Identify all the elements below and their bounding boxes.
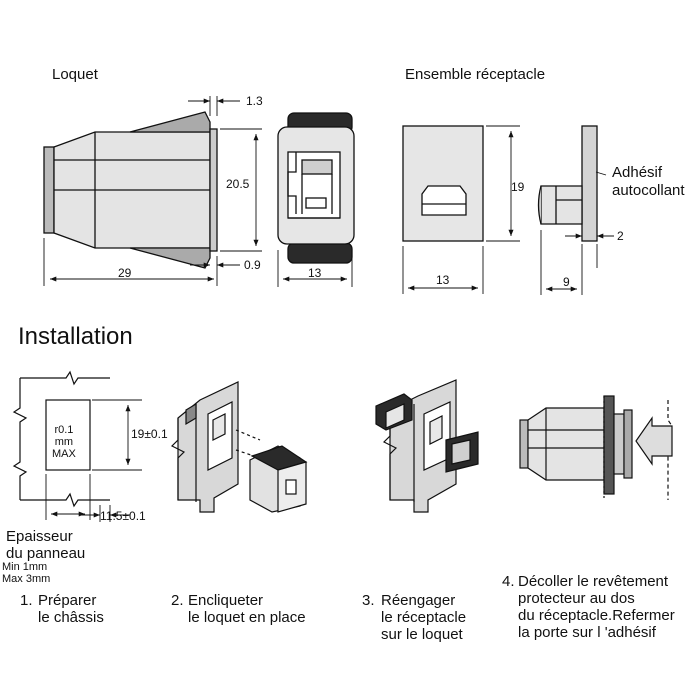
step-4-number: 4. (502, 573, 515, 590)
step3-illustration (375, 379, 479, 513)
receptacle-side-dimensions (540, 171, 614, 295)
receptacle-front-dimensions (402, 125, 520, 294)
latch-side-view (43, 111, 218, 269)
panel-cutout-view (12, 370, 142, 522)
panel-thickness-max: Max 3mm (2, 573, 51, 585)
latch-front-view (277, 112, 355, 264)
dim-receptacle-height: 19 (511, 180, 525, 194)
dim-latch-tip: 1.3 (246, 94, 263, 108)
step-1-number: 1. (20, 592, 33, 609)
dim-latch-flange: 0.9 (244, 258, 261, 272)
latch-title: Loquet (52, 66, 98, 83)
step-3-text: Réengager le réceptacle sur le loquet (381, 592, 467, 643)
receptacle-side-view (537, 125, 598, 242)
dim-cutout-height: 19±0.1 (131, 427, 168, 441)
step4-illustration (519, 395, 673, 500)
dim-cutout-width: 11.5±0.1 (100, 509, 146, 523)
step2-illustration (170, 381, 308, 513)
dim-latch-body-width: 13 (308, 266, 322, 280)
dim-receptacle-width: 13 (436, 273, 450, 287)
latch-dimension-lines (43, 96, 262, 286)
dim-latch-length: 29 (118, 266, 132, 280)
step-1-text: Préparer le châssis (38, 592, 104, 626)
latch-front-dimension (277, 250, 353, 287)
step-4-text: Décoller le revêtement protecteur au dos… (518, 573, 675, 641)
receptacle-title: Ensemble réceptacle (405, 66, 546, 83)
panel-thickness-min: Min 1mm (2, 561, 48, 573)
adhesive-label: Adhésif autocollant (612, 164, 685, 199)
step-3-number: 3. (362, 592, 375, 609)
step-2-text: Encliqueter le loquet en place (188, 592, 306, 626)
dim-receptacle-depth: 9 (563, 275, 570, 289)
dim-latch-height: 20.5 (226, 177, 250, 191)
receptacle-front-view (402, 125, 484, 242)
panel-thickness-label: Epaisseur du panneau (6, 528, 86, 562)
step-2-number: 2. (171, 592, 184, 609)
cutout-radius-label: r0.1 mm MAX (52, 424, 76, 460)
installation-title: Installation (18, 323, 133, 350)
dim-receptacle-pad: 2 (617, 229, 624, 243)
